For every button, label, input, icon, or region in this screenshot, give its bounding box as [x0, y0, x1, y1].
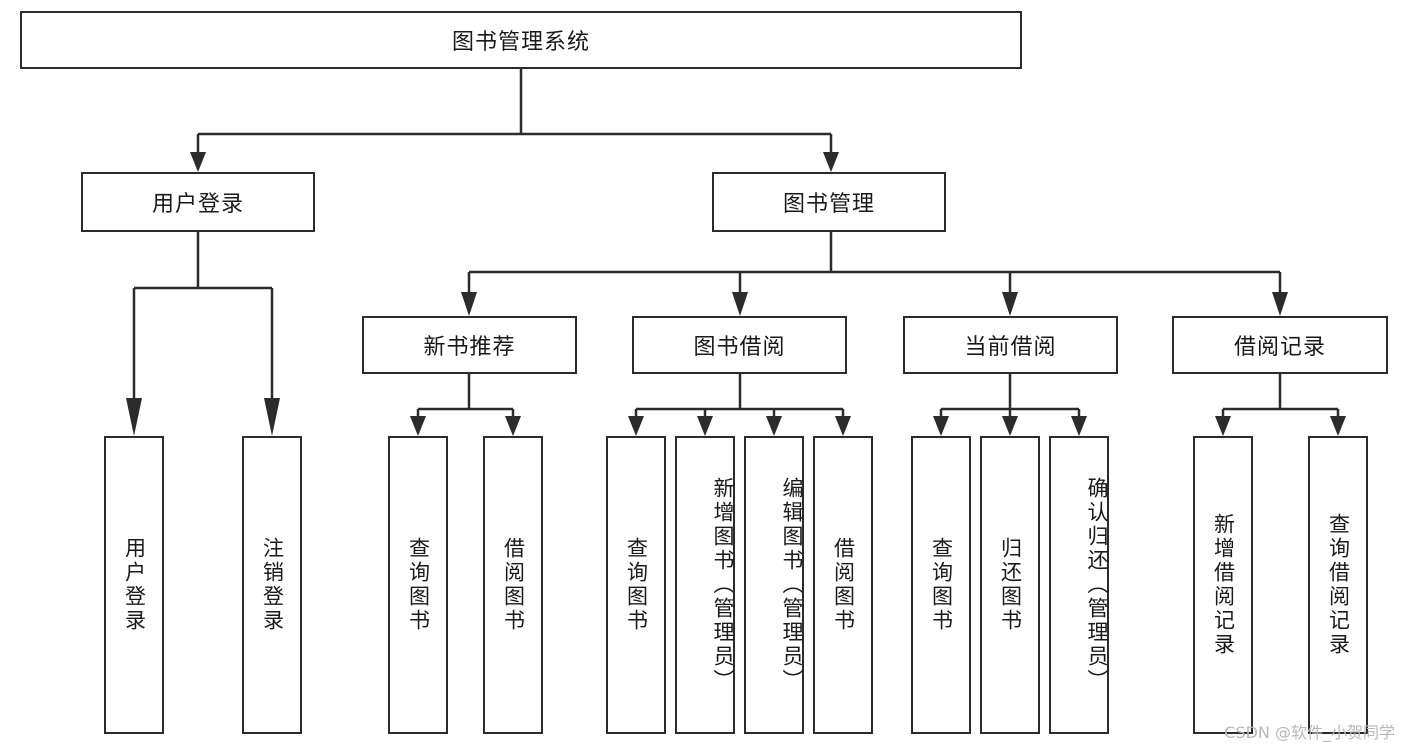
leaf-query-book-borrow[interactable]: 查询图书 [606, 436, 666, 734]
node-book-management[interactable]: 图书管理 [712, 172, 946, 232]
node-borrow-record[interactable]: 借阅记录 [1172, 316, 1388, 374]
leaf-query-book-current[interactable]: 查询图书 [911, 436, 971, 734]
csdn-watermark: CSDN @软件_小贺同学 [1224, 723, 1395, 742]
node-user-login[interactable]: 用户登录 [81, 172, 315, 232]
node-label: 借阅图书 [831, 537, 856, 633]
node-current-borrow[interactable]: 当前借阅 [903, 316, 1118, 374]
leaf-query-book-recommend[interactable]: 查询图书 [388, 436, 448, 734]
node-label: 归还图书 [998, 537, 1023, 633]
node-label: 图书借阅 [693, 335, 786, 360]
leaf-borrow-book-recommend[interactable]: 借阅图书 [483, 436, 543, 734]
node-label: 查询图书 [624, 537, 649, 633]
leaf-logout[interactable]: 注销登录 [242, 436, 302, 734]
node-label: 用户登录 [151, 192, 244, 217]
node-label: 图书管理 [782, 192, 875, 217]
leaf-user-login[interactable]: 用户登录 [104, 436, 164, 734]
leaf-query-borrow-record[interactable]: 查询借阅记录 [1308, 436, 1368, 734]
leaf-return-book[interactable]: 归还图书 [980, 436, 1040, 734]
node-book-borrow[interactable]: 图书借阅 [632, 316, 847, 374]
node-label: 新增借阅记录 [1211, 513, 1236, 657]
node-new-book-recommend[interactable]: 新书推荐 [362, 316, 577, 374]
leaf-borrow-book[interactable]: 借阅图书 [813, 436, 873, 734]
leaf-edit-book-admin[interactable]: 编辑图书（管理员） [744, 436, 804, 734]
node-label: 查询图书 [929, 537, 954, 633]
node-label: 编辑图书（管理员） [780, 477, 804, 693]
leaf-add-borrow-record[interactable]: 新增借阅记录 [1193, 436, 1253, 734]
node-label: 图书管理系统 [451, 30, 590, 55]
node-label: 当前借阅 [964, 335, 1057, 360]
node-label: 查询借阅记录 [1326, 513, 1351, 657]
node-label: 用户登录 [122, 537, 147, 633]
node-label: 查询图书 [406, 537, 431, 633]
node-label: 新书推荐 [423, 335, 516, 360]
node-label: 确认归还（管理员） [1085, 477, 1109, 693]
node-label: 借阅记录 [1233, 335, 1326, 360]
node-label: 新增图书（管理员） [711, 477, 735, 693]
node-label: 借阅图书 [501, 537, 526, 633]
leaf-add-book-admin[interactable]: 新增图书（管理员） [675, 436, 735, 734]
node-root-system[interactable]: 图书管理系统 [20, 11, 1022, 69]
leaf-confirm-return-admin[interactable]: 确认归还（管理员） [1049, 436, 1109, 734]
node-label: 注销登录 [260, 537, 285, 633]
